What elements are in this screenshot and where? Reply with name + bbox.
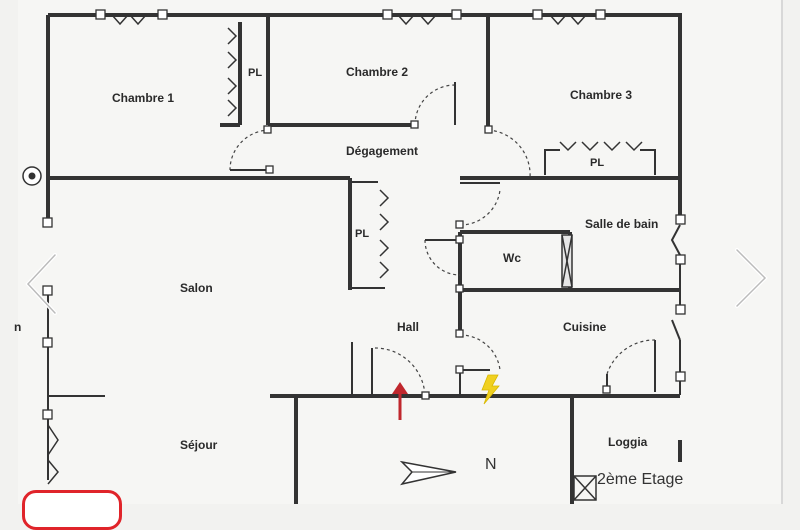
label-sejour: Séjour xyxy=(180,438,218,452)
chevron-right-icon[interactable] xyxy=(735,248,768,308)
label-pl-chambre-1: PL xyxy=(248,67,262,79)
overlay-badge[interactable] xyxy=(22,490,122,530)
label-degagement: Dégagement xyxy=(346,144,418,158)
label-chambre-1: Chambre 1 xyxy=(112,91,174,105)
lightning-icon xyxy=(481,374,500,405)
label-cuisine: Cuisine xyxy=(563,320,607,334)
floor-plan: Chambre 1 PL Chambre 2 Chambre 3 PL Déga… xyxy=(14,0,783,504)
window-nodes xyxy=(42,9,686,420)
label-loggia: Loggia xyxy=(608,435,648,449)
wc-fixture xyxy=(561,234,573,288)
north-label: N xyxy=(485,456,497,473)
target-circle-icon xyxy=(22,166,42,186)
loggia-duct xyxy=(573,475,597,501)
window-sashes xyxy=(47,14,643,485)
entry-arrow-icon xyxy=(392,382,408,420)
walls xyxy=(46,13,682,504)
floor-level-label: 2ème Etage xyxy=(597,471,683,488)
door-swings xyxy=(229,82,681,397)
north-arrow-icon xyxy=(399,460,457,486)
label-salon: Salon xyxy=(180,281,213,295)
label-chambre-2: Chambre 2 xyxy=(346,65,408,79)
label-wc: Wc xyxy=(503,251,521,265)
chevron-left-icon[interactable] xyxy=(25,253,57,315)
label-chambre-3: Chambre 3 xyxy=(570,88,632,102)
room-labels: Chambre 1 PL Chambre 2 Chambre 3 PL Déga… xyxy=(14,65,683,488)
label-salle-de-bain: Salle de bain xyxy=(585,217,658,231)
label-pl-chambre-3: PL xyxy=(590,157,604,169)
label-pl-salon: PL xyxy=(355,228,369,240)
label-hall: Hall xyxy=(397,320,419,334)
edge-text: n xyxy=(14,320,21,334)
